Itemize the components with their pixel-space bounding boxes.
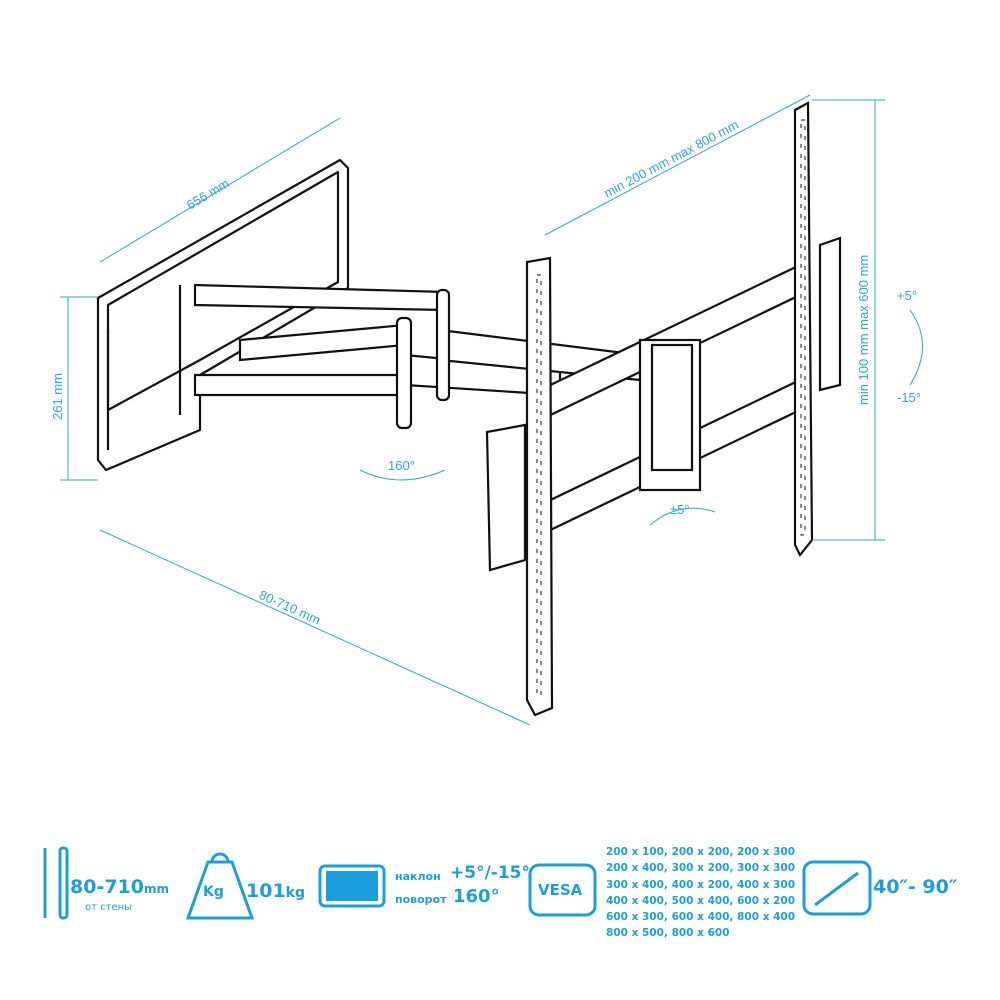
screen-size: 40″- 90″	[873, 876, 958, 898]
dim-plate-width: 656 mm	[184, 176, 232, 213]
screen-size-icon	[802, 860, 872, 916]
dim-plate-height: 261 mm	[50, 373, 65, 420]
weight-value: 101	[246, 880, 286, 902]
dimension-lines	[60, 94, 923, 726]
vesa-line: 600 x 300, 600 x 400, 800 x 400	[606, 911, 796, 924]
icons	[43, 846, 872, 920]
wall-plate	[96, 158, 350, 472]
rotate-label: ±5°	[670, 502, 690, 517]
tilt-tv-icon	[318, 864, 386, 908]
distance-caption: от стены	[85, 902, 133, 913]
tv-side-icon	[58, 846, 69, 920]
tilt-up-label: +5°	[897, 288, 917, 303]
vesa-icon	[528, 863, 597, 917]
vesa-icon-label: VESA	[538, 881, 583, 899]
vesa-line: 300 x 400, 400 x 200, 400 x 300	[606, 878, 796, 891]
dim-vesa-horizontal: min 200 mm max 800 mm	[601, 117, 741, 201]
distance-unit: mm	[144, 882, 170, 896]
vesa-line: 800 x 500, 800 x 600	[606, 927, 730, 940]
dim-extension: 80-710 mm	[257, 587, 323, 627]
distance-spec: 80-710mm	[70, 876, 169, 898]
tilt-label: наклон	[395, 870, 441, 883]
vesa-line: 200 x 100, 200 x 200, 200 x 300	[606, 846, 796, 858]
weight-icon-label: Kg	[203, 884, 224, 900]
swivel-spec-label: поворот	[395, 893, 447, 906]
tv-bracket	[485, 101, 842, 717]
tilt-down-label: -15°	[897, 390, 921, 405]
vesa-line: 200 x 400, 300 x 200, 300 x 300	[606, 862, 796, 875]
tilt-value: +5°/-15°	[450, 863, 530, 883]
weight-unit: kg	[285, 885, 306, 901]
weight-spec: 101kg	[246, 880, 305, 902]
vesa-list: 200 x 100, 200 x 200, 200 x 300 200 x 40…	[606, 844, 795, 942]
swivel-value: 160°	[453, 886, 500, 907]
distance-value: 80-710	[70, 876, 144, 898]
dim-vesa-vertical: min 100 mm max 600 mm	[856, 255, 871, 405]
vesa-line: 400 x 400, 500 x 400, 600 x 200	[606, 894, 796, 907]
tilt-tv-screen	[326, 871, 378, 901]
bracket-holes	[536, 119, 806, 696]
weight-icon	[185, 852, 255, 920]
swivel-label: 160°	[388, 458, 415, 473]
